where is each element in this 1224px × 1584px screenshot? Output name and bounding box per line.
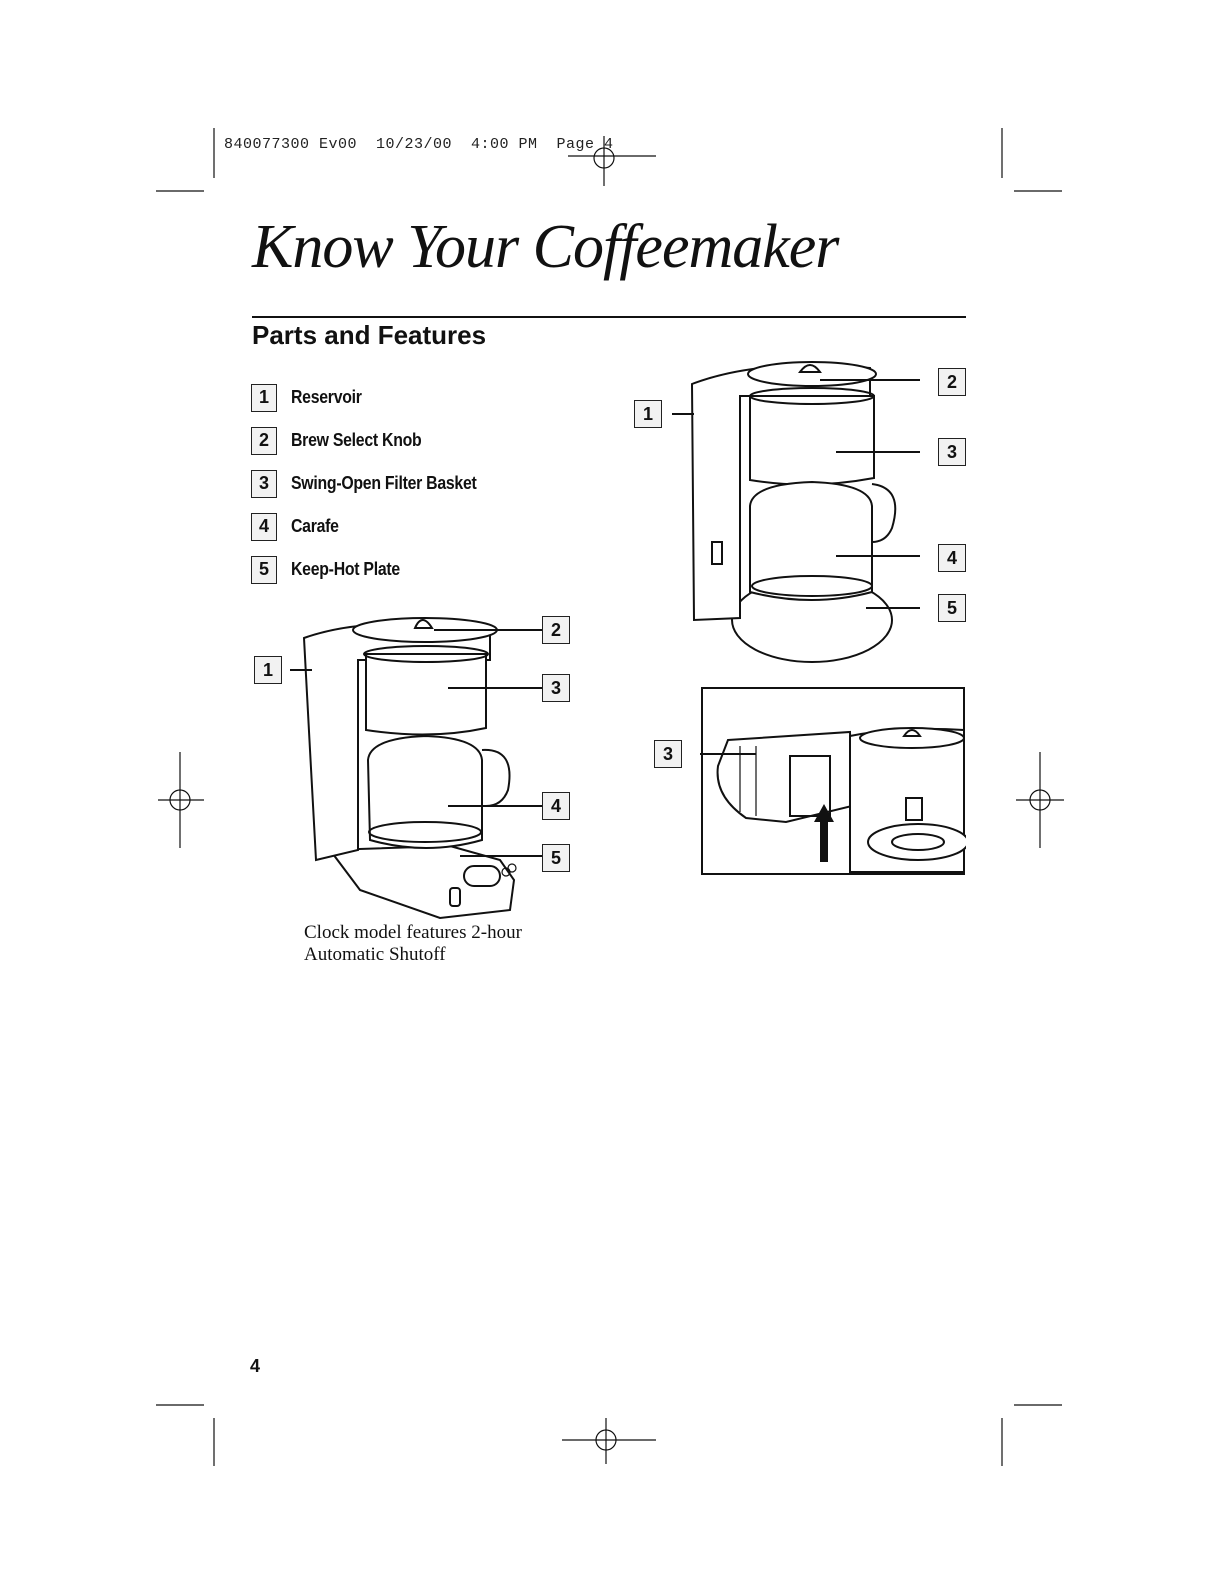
callout-3: 3 (542, 674, 570, 702)
filter-basket-detail (700, 686, 966, 876)
callout-2: 2 (542, 616, 570, 644)
list-item: 5 Keep-Hot Plate (251, 548, 502, 591)
standard-model-illustration (670, 356, 920, 676)
title-rule (252, 316, 966, 318)
page-number: 4 (250, 1356, 260, 1377)
page-title: Know Your Coffeemaker (252, 212, 838, 283)
callout-1: 1 (254, 656, 282, 684)
callout-4: 4 (542, 792, 570, 820)
part-label: Swing-Open Filter Basket (291, 473, 477, 494)
clock-model-illustration (290, 610, 590, 930)
callout-5: 5 (938, 594, 966, 622)
parts-list: 1 Reservoir 2 Brew Select Knob 3 Swing-O… (251, 376, 502, 591)
callout-5: 5 (542, 844, 570, 872)
callout-3: 3 (938, 438, 966, 466)
caption-line: Clock model features 2-hour (304, 922, 522, 944)
part-label: Brew Select Knob (291, 430, 421, 451)
part-number-badge: 1 (251, 384, 277, 412)
list-item: 3 Swing-Open Filter Basket (251, 462, 502, 505)
figure-caption: Clock model features 2-hour Automatic Sh… (304, 922, 522, 966)
callout-3: 3 (654, 740, 682, 768)
callout-1: 1 (634, 400, 662, 428)
list-item: 4 Carafe (251, 505, 502, 548)
list-item: 2 Brew Select Knob (251, 419, 502, 462)
part-number-badge: 2 (251, 427, 277, 455)
part-label: Carafe (291, 516, 339, 537)
part-number-badge: 4 (251, 513, 277, 541)
caption-line: Automatic Shutoff (304, 944, 522, 966)
part-label: Reservoir (291, 387, 362, 408)
section-subtitle: Parts and Features (252, 320, 486, 351)
part-number-badge: 3 (251, 470, 277, 498)
list-item: 1 Reservoir (251, 376, 502, 419)
callout-4: 4 (938, 544, 966, 572)
callout-2: 2 (938, 368, 966, 396)
part-label: Keep-Hot Plate (291, 559, 400, 580)
part-number-badge: 5 (251, 556, 277, 584)
